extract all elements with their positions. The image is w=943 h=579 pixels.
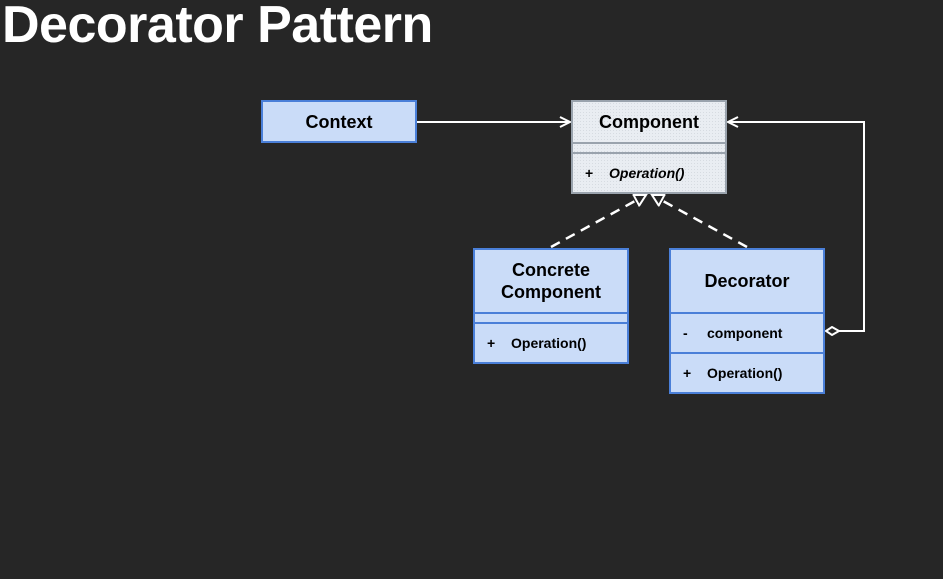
- visibility: +: [487, 335, 496, 351]
- class-name: Decorator: [704, 271, 790, 291]
- page-title: Decorator Pattern: [2, 0, 433, 54]
- method-name: Operation(): [707, 365, 783, 381]
- method-name: Operation(): [511, 335, 587, 351]
- class-name: Concrete Component: [475, 250, 627, 312]
- class-name-line2: Component: [501, 282, 601, 302]
- class-context[interactable]: Context: [261, 100, 417, 143]
- method-row: + Operation(): [671, 352, 823, 392]
- aggregation-edge: [728, 122, 865, 331]
- realization-edge-concrete: [550, 193, 646, 249]
- class-name: Context: [305, 111, 373, 132]
- class-concrete-component[interactable]: Concrete Component + Operation(): [473, 248, 629, 364]
- field-name: component: [707, 325, 783, 341]
- method-row: + Operation(): [475, 322, 627, 362]
- visibility: +: [585, 165, 594, 181]
- class-name-line1: Concrete: [511, 260, 591, 280]
- method-name: Operation(): [609, 165, 685, 181]
- class-decorator[interactable]: Decorator - component + Operation(): [669, 248, 825, 394]
- attributes-section: [573, 142, 725, 152]
- visibility: -: [683, 325, 688, 341]
- class-name: Component: [599, 112, 699, 132]
- realization-edge-decorator: [652, 193, 748, 249]
- visibility: +: [683, 365, 692, 381]
- class-component[interactable]: Component + Operation(): [571, 100, 727, 194]
- method-row: + Operation(): [573, 152, 725, 192]
- field-row: - component: [671, 312, 823, 352]
- attributes-section: [475, 312, 627, 322]
